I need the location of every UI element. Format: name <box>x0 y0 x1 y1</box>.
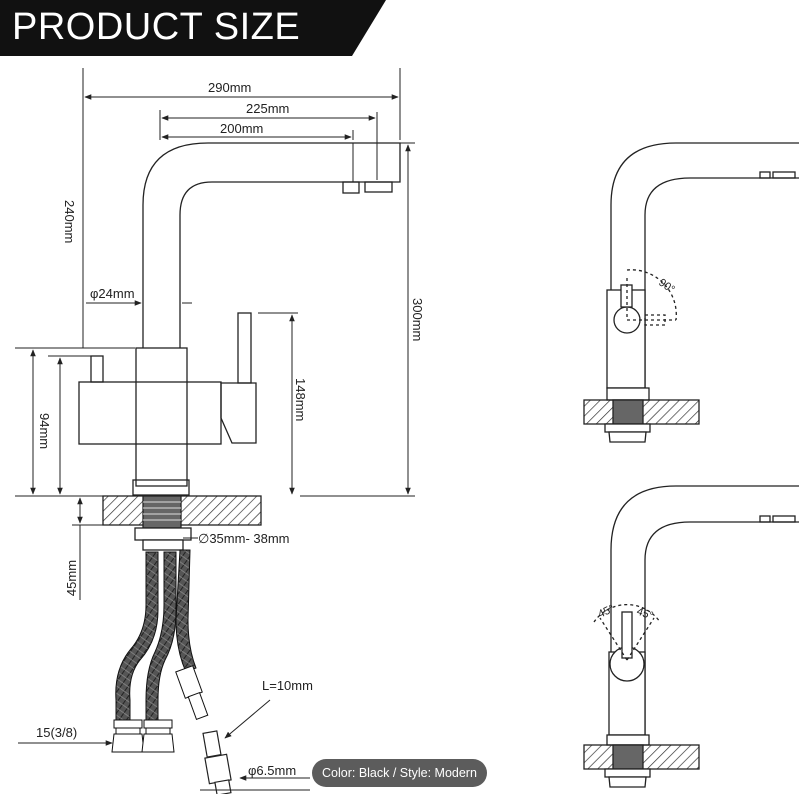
spout-body <box>142 142 401 348</box>
main-lever <box>237 312 252 384</box>
dim-body-diameter: φ24mm <box>90 286 135 301</box>
supply-hoses <box>111 549 209 753</box>
variant-label[interactable]: Color: Black / Style: Modern <box>312 759 487 787</box>
dim-handle-height: 148mm <box>293 378 308 421</box>
dim-spout-reach: 225mm <box>246 101 289 116</box>
shank <box>142 495 182 529</box>
dim-base-height: 94mm <box>37 413 52 449</box>
angle-swing-right: 45° <box>635 606 655 623</box>
faucet-column <box>135 347 188 487</box>
title-banner <box>0 0 386 56</box>
hose-filter <box>175 549 197 673</box>
inlet-nut-left <box>113 719 143 729</box>
faucet-body <box>78 381 222 445</box>
countertop <box>102 495 262 526</box>
angle-handle-rotation: 90° <box>656 277 677 296</box>
faucet-swing-view <box>583 485 799 788</box>
main-faucet <box>78 142 401 551</box>
dim-total-height: 300mm <box>410 298 425 341</box>
filter-lever <box>90 355 104 383</box>
mount-nut <box>134 527 192 541</box>
inlet-nut-right <box>143 719 173 729</box>
dimension-lines <box>15 68 415 791</box>
dim-overall-reach: 290mm <box>208 80 251 95</box>
dim-inlet-thread: 15(3/8) <box>36 725 77 740</box>
aerator-right <box>364 181 393 193</box>
page-title: PRODUCT SIZE <box>12 6 301 48</box>
dim-spout-height: 240mm <box>62 200 77 243</box>
dim-shank-length: 45mm <box>64 560 79 596</box>
angle-swing-left: 45° <box>596 603 616 621</box>
dim-hose-length: L=10mm <box>262 678 313 693</box>
lever-base <box>220 382 257 444</box>
dim-spout-reach-inner: 200mm <box>220 121 263 136</box>
dim-mount-hole: ∅35mm- 38mm <box>198 531 290 546</box>
pipe-fitting-detail <box>202 730 232 794</box>
base-ring <box>132 479 190 496</box>
dim-pipe-diameter: φ6.5mm <box>248 763 296 778</box>
faucet-rotation-view <box>583 142 799 443</box>
aerator-left <box>342 181 360 194</box>
